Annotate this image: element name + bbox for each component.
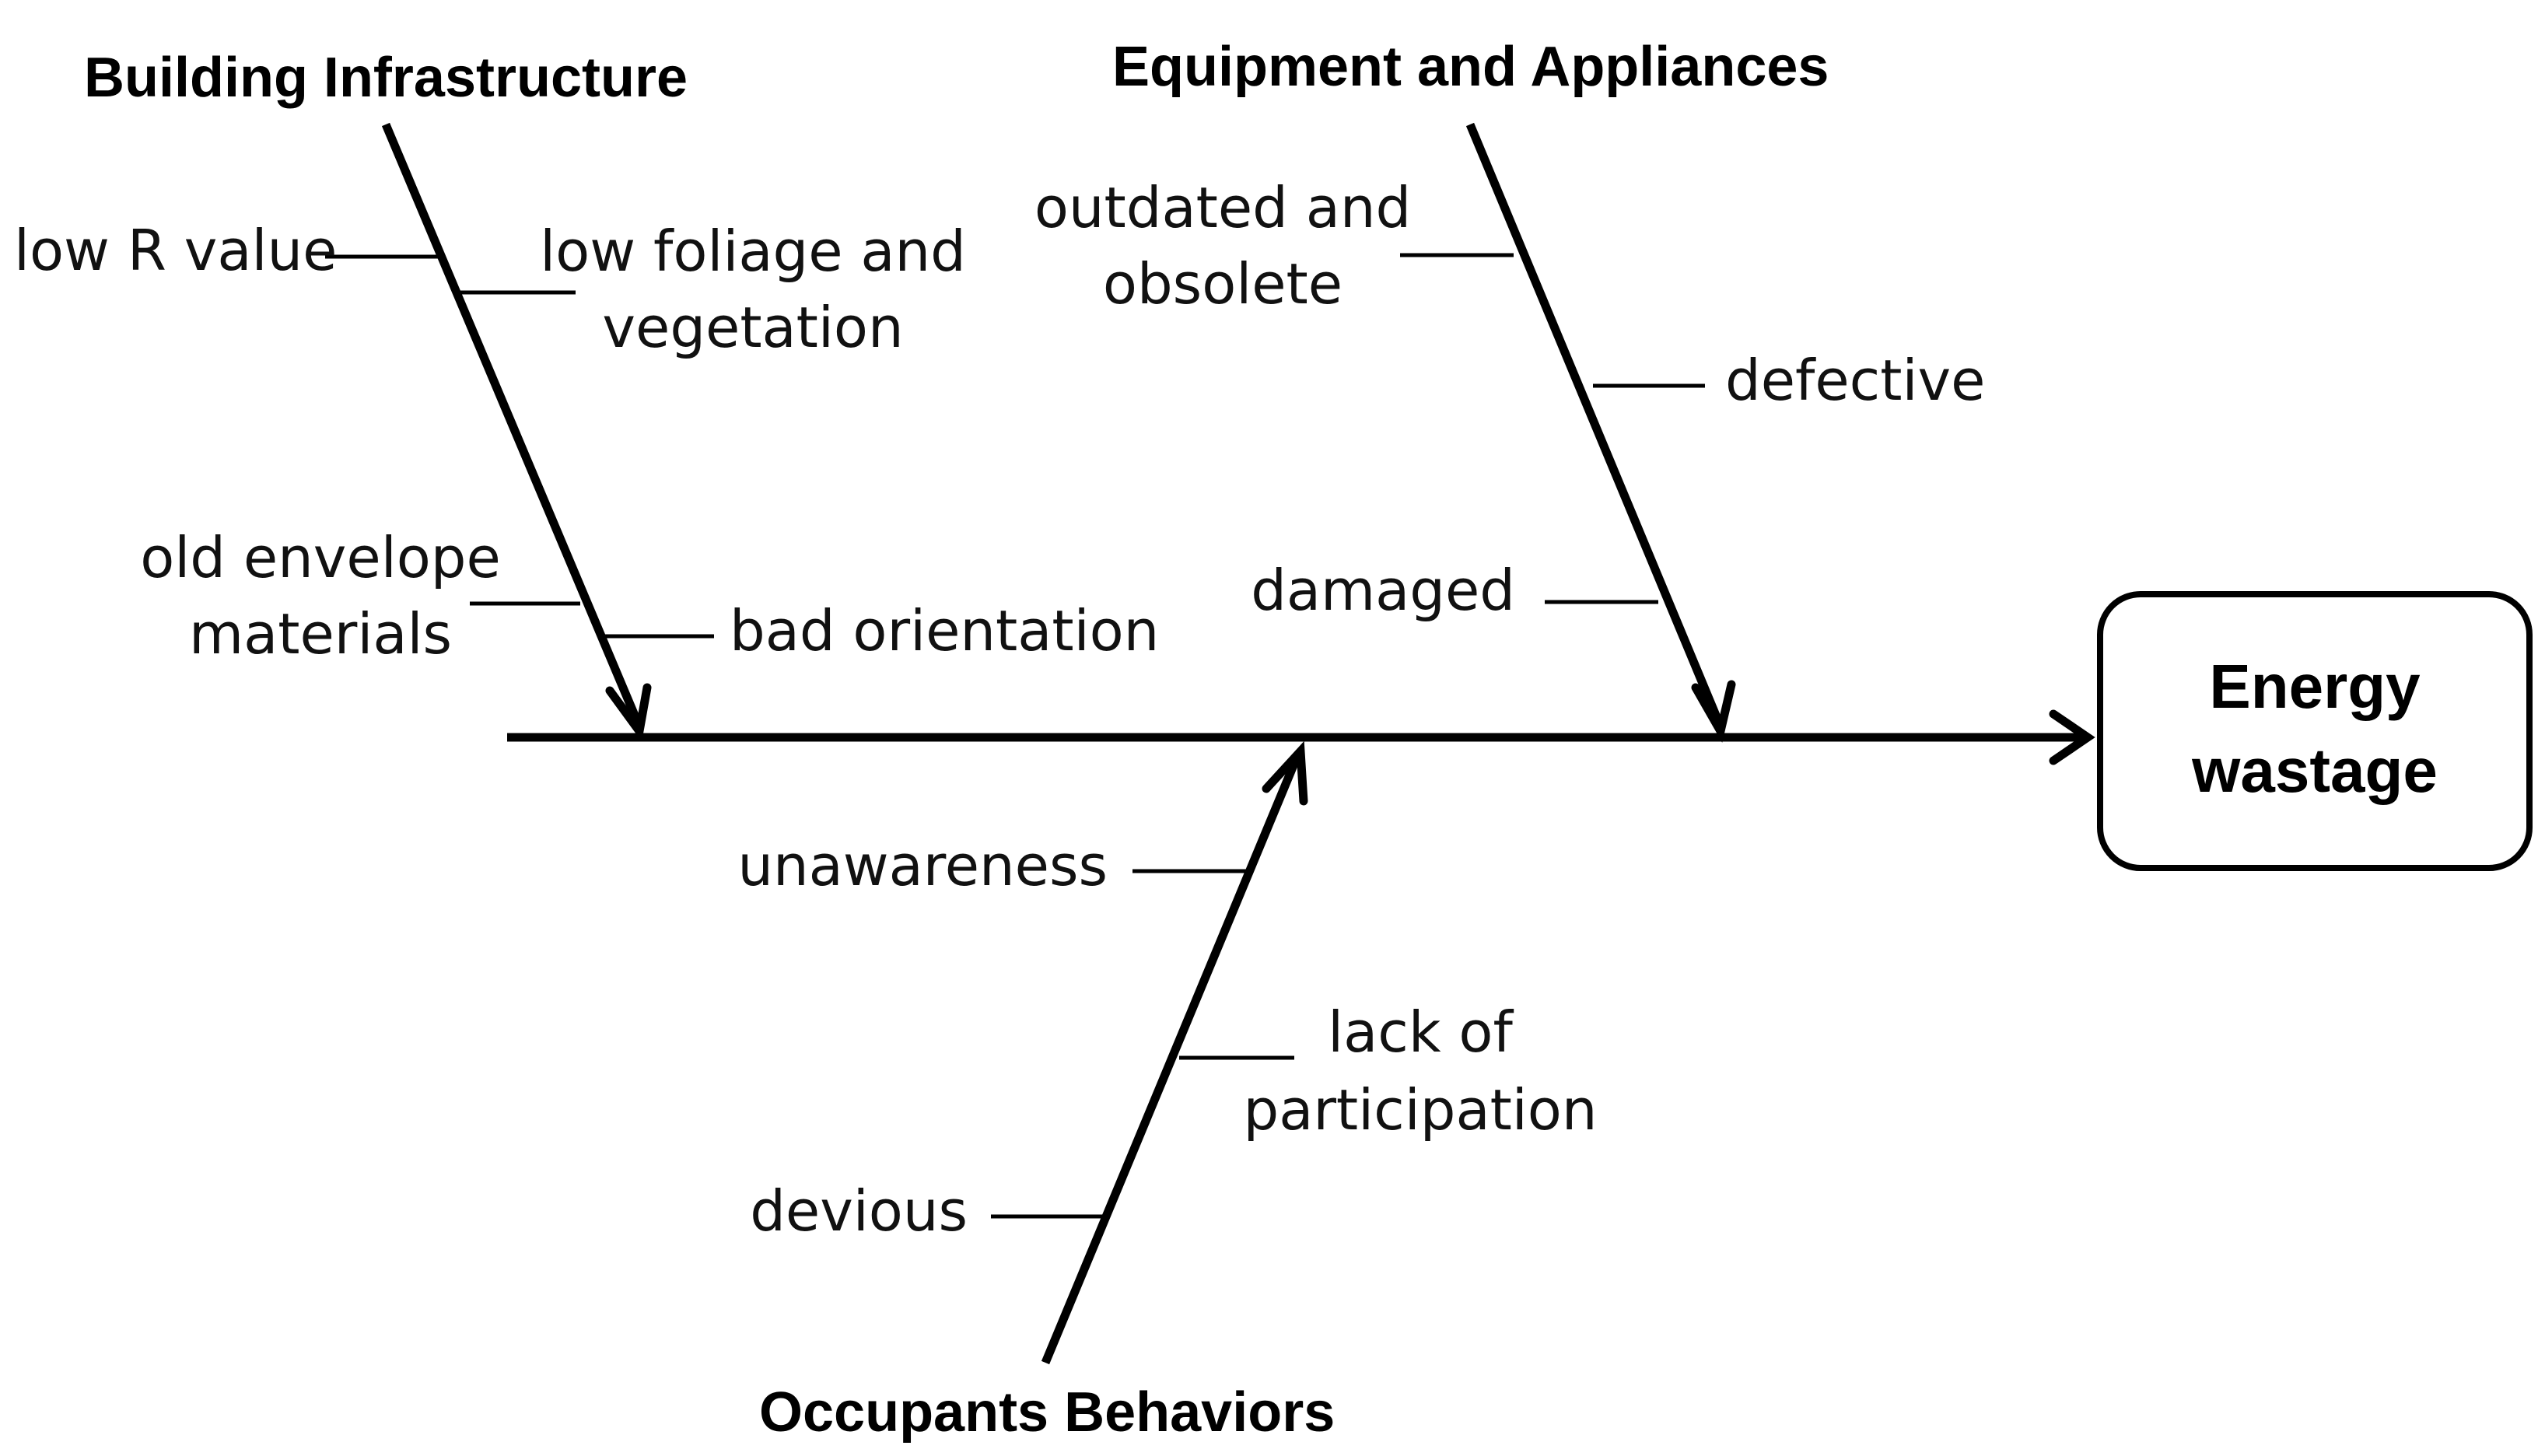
cause-devious: devious (750, 1178, 968, 1244)
cause-low-foliage-line1: low foliage and (540, 219, 966, 284)
cause-outdated-line1: outdated and (1034, 175, 1411, 240)
cause-defective: defective (1725, 348, 1985, 413)
category-occupants-behaviors: Occupants Behaviors (759, 1381, 1335, 1444)
category-building-infrastructure: Building Infrastructure (84, 47, 688, 109)
branch-building-infrastructure (381, 122, 644, 729)
cause-damaged: damaged (1251, 558, 1515, 623)
cause-low-r-value: low R value (14, 218, 337, 283)
branch-equipment-appliances (1465, 122, 1725, 729)
cause-low-foliage-line2: vegetation (602, 295, 903, 360)
effect-label-line2: wastage (2191, 736, 2438, 805)
cause-bad-orientation: bad orientation (730, 598, 1159, 663)
category-equipment-appliances: Equipment and Appliances (1112, 36, 1829, 98)
branch-occupants-arrowhead (1262, 740, 1308, 806)
cause-old-envelope-line1: old envelope (140, 525, 501, 590)
branch-equipment-arrowhead (1691, 680, 1736, 743)
cause-lack-of-participation-line2: participation (1244, 1077, 1598, 1143)
cause-old-envelope-line2: materials (189, 601, 452, 667)
effect-box (2097, 591, 2533, 871)
spine-arrowhead (2049, 709, 2095, 765)
cause-unawareness: unawareness (737, 833, 1108, 898)
cause-lack-of-participation-line1: lack of (1328, 999, 1514, 1065)
branch-building-arrowhead (605, 683, 652, 742)
cause-outdated-line2: obsolete (1103, 251, 1343, 317)
effect-label-line1: Energy (2209, 652, 2421, 721)
branch-occupants-behaviors (1041, 754, 1302, 1365)
